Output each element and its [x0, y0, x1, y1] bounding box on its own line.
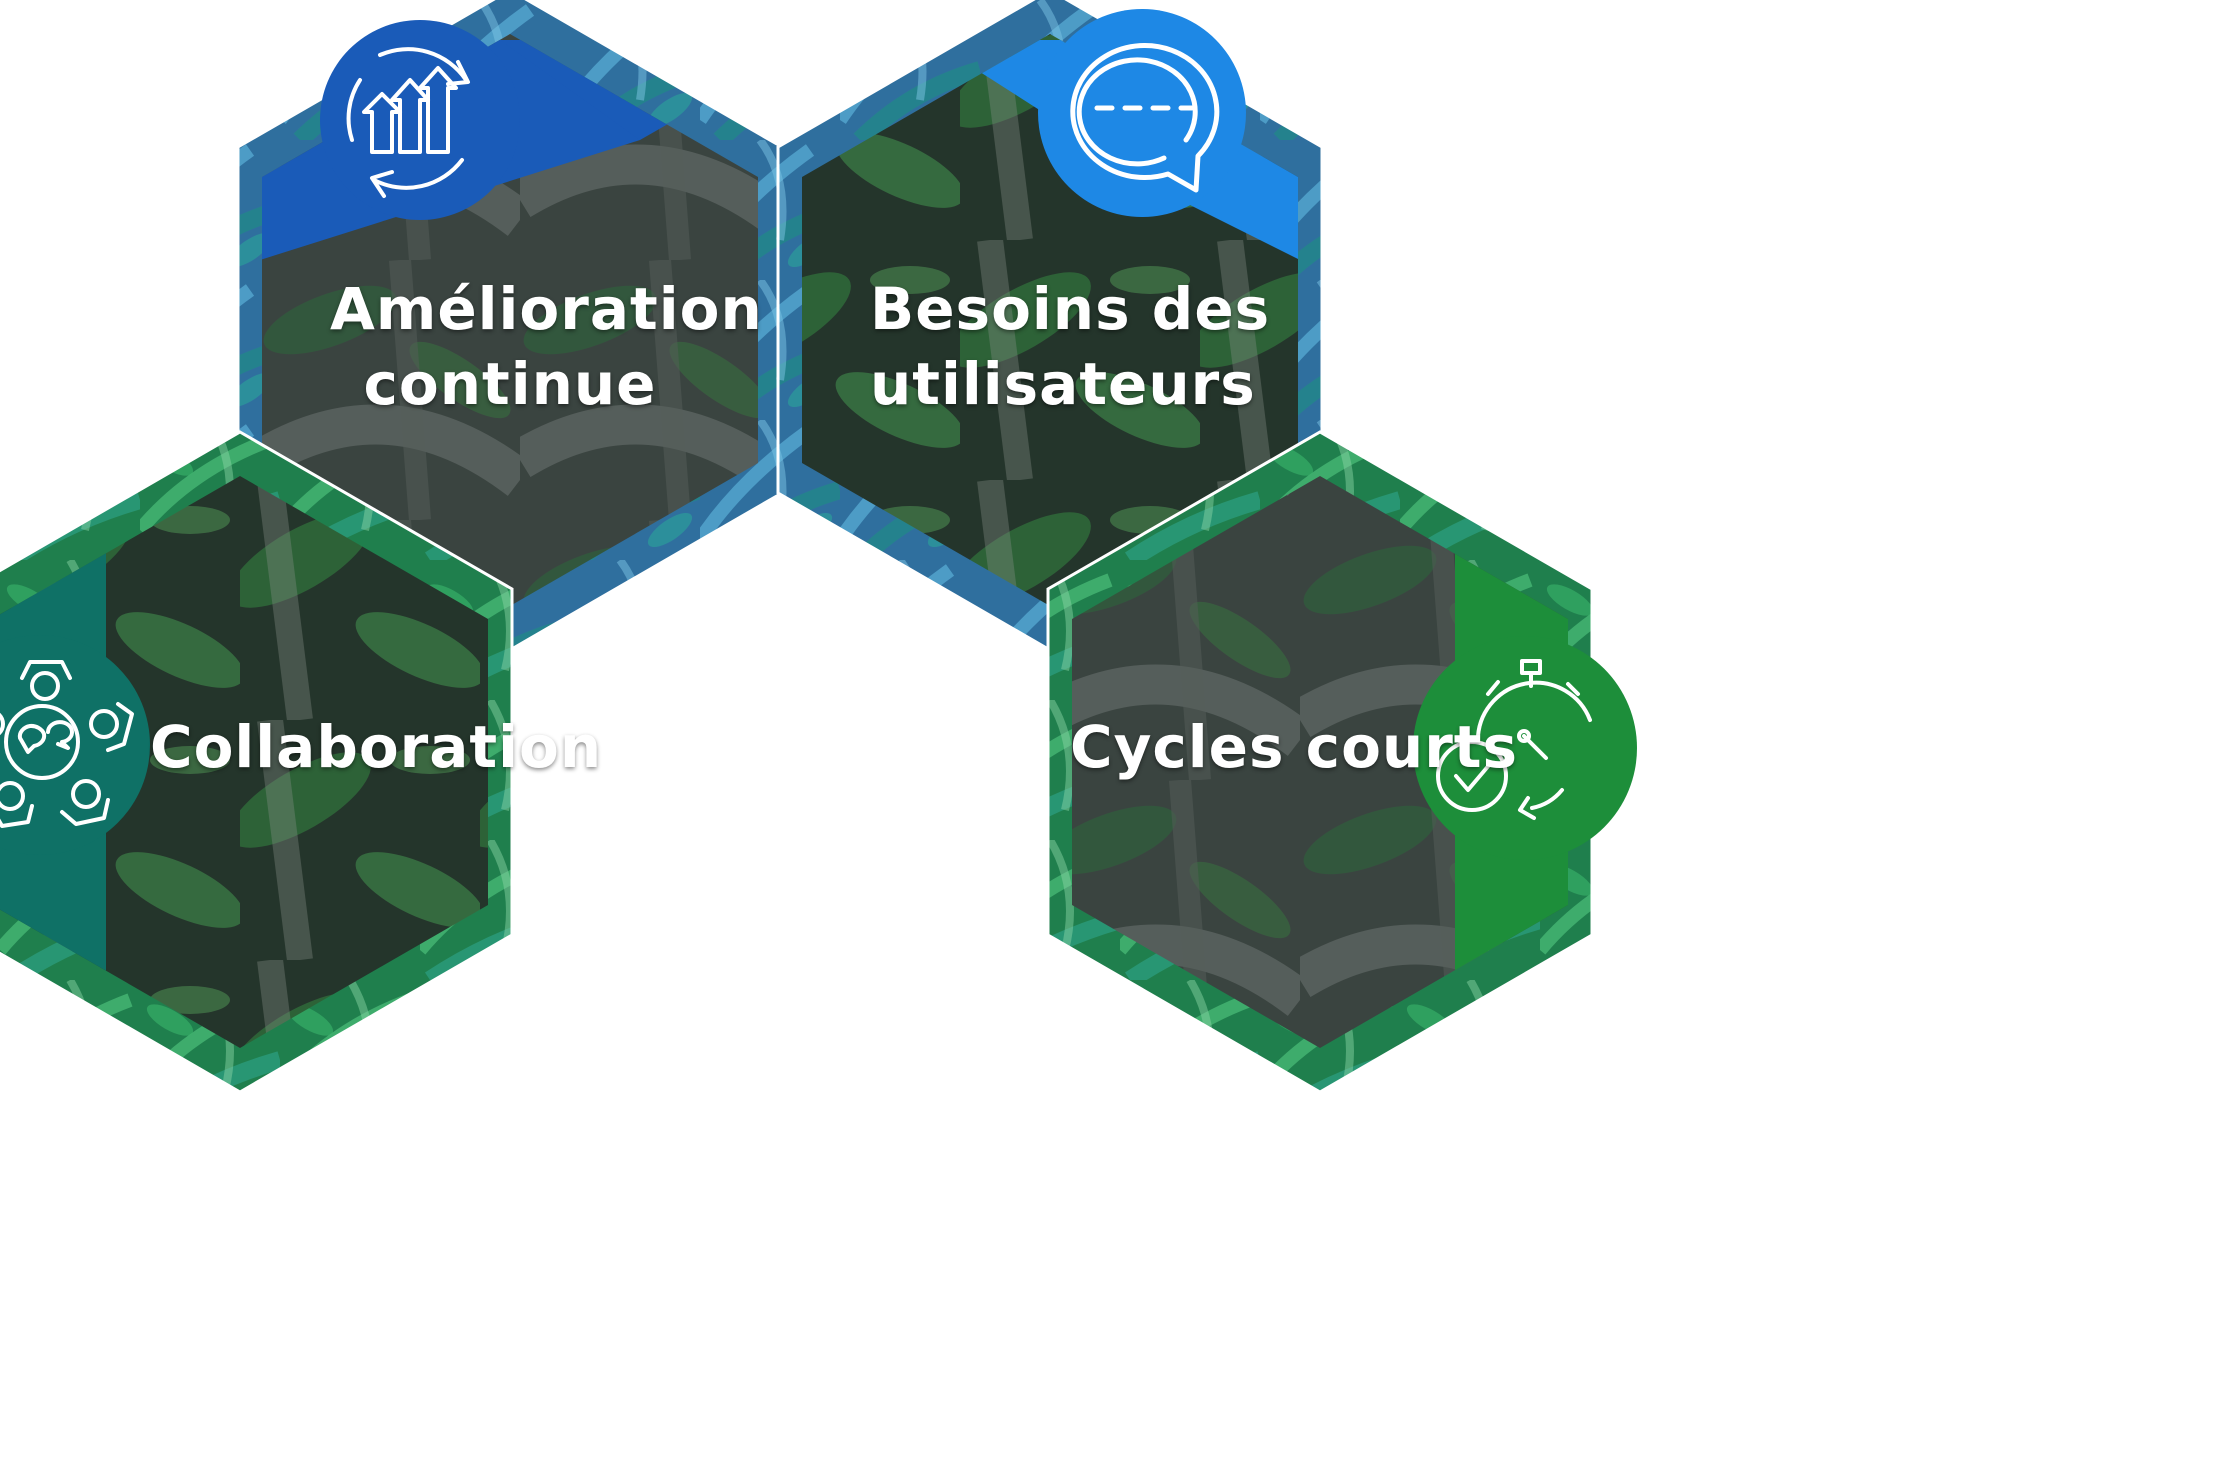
label-line: Cycles courts [1070, 713, 1519, 781]
hex-photo [1072, 476, 1568, 1048]
label-line: Amélioration [330, 275, 763, 343]
label-besoins: Besoins des utilisateurs [870, 272, 1271, 423]
hex-amelioration [236, 0, 784, 652]
label-line: continue [363, 350, 657, 419]
hex-cycles [1046, 430, 1637, 1094]
hex-collaboration [0, 430, 514, 1094]
icon-disc [0, 635, 150, 855]
hex-frame-inner-edge [1046, 430, 1594, 1094]
chat-bubble-icon [1070, 43, 1220, 193]
stopwatch-cycle-icon [1436, 659, 1592, 820]
hex-frame-inner-edge [0, 430, 514, 1094]
label-line: Collaboration [150, 713, 603, 781]
team-meeting-icon [0, 660, 134, 828]
hex-besoins [776, 0, 1324, 652]
label-amelioration: Amélioration continue [330, 272, 763, 423]
label-line: Besoins des [870, 275, 1271, 343]
label-collaboration: Collaboration [150, 710, 603, 785]
label-cycles: Cycles courts [1070, 710, 1519, 785]
icon-disc [1413, 636, 1637, 860]
hex-photo [0, 476, 488, 1048]
label-line: utilisateurs [870, 350, 1256, 419]
growth-cycle-icon [346, 47, 470, 198]
